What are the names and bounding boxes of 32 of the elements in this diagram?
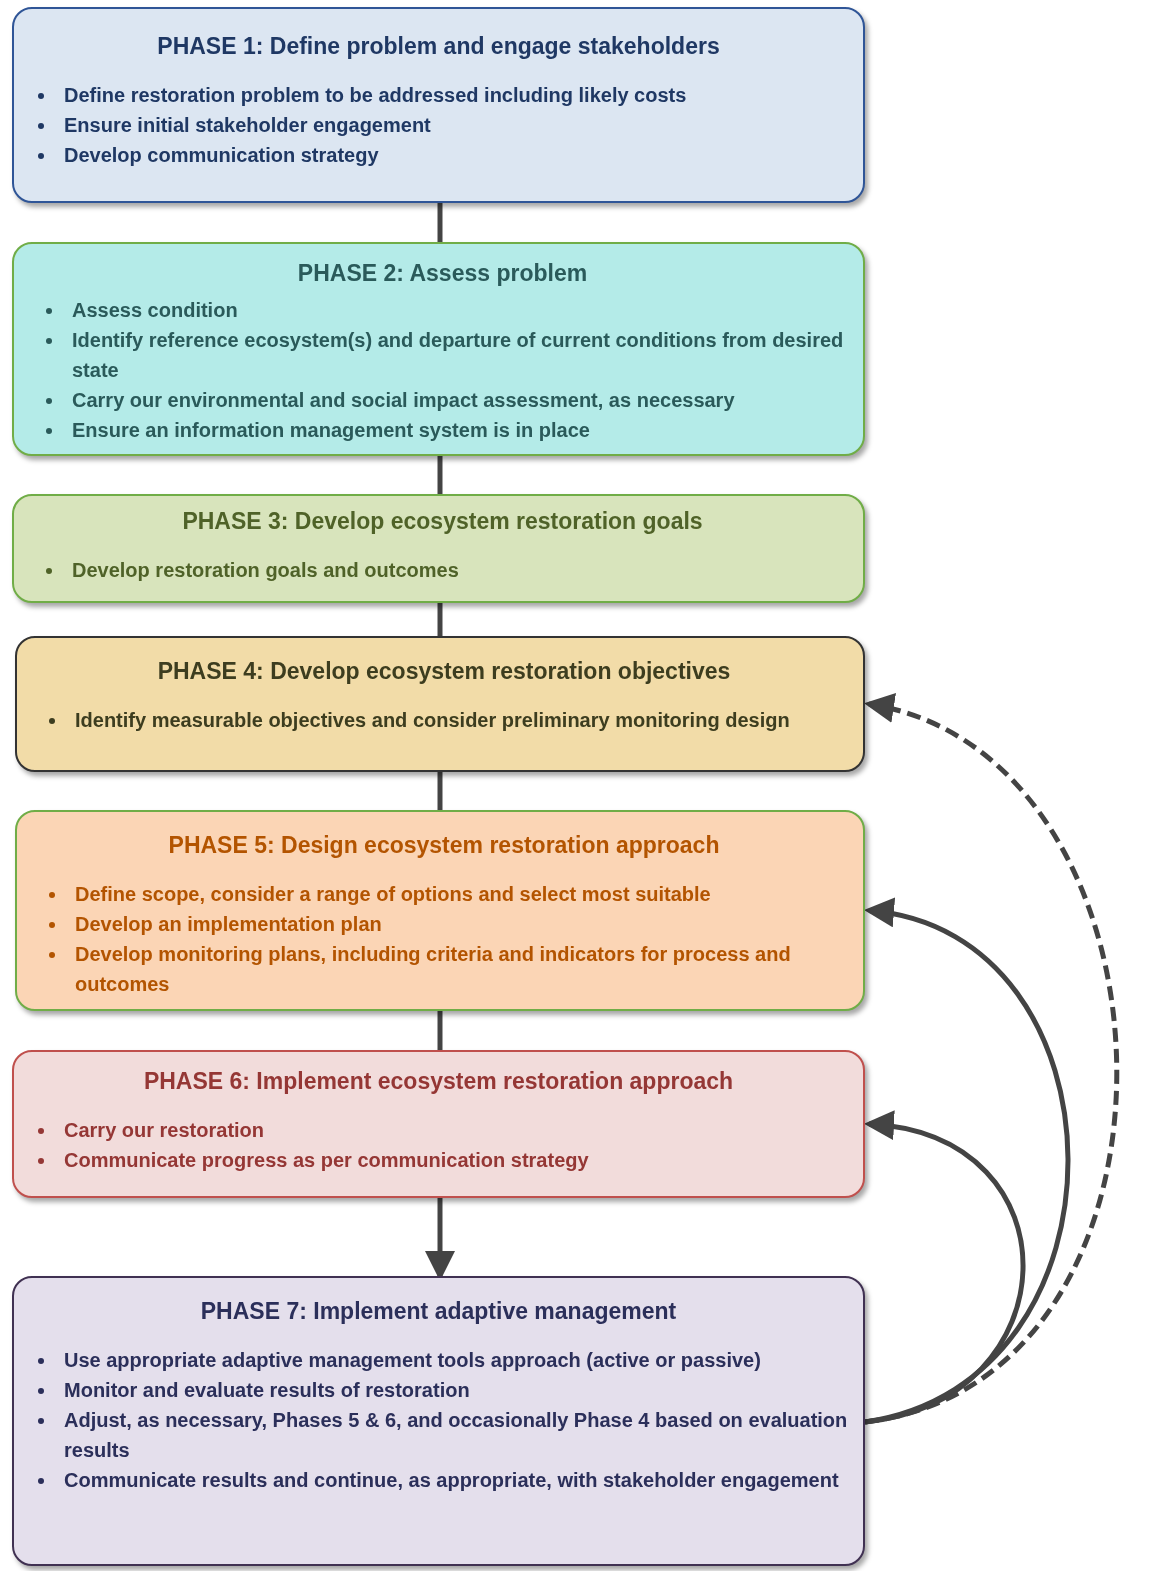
phase-heading: PHASE 4: Develop ecosystem restoration objectives: [156, 657, 732, 686]
phase-heading: PHASE 3: Develop ecosystem restoration goals: [181, 507, 704, 536]
phase-box: [15, 636, 865, 772]
bullet-item: Develop communication strategy: [64, 142, 379, 168]
bullet-item: Carry our restoration: [64, 1117, 265, 1143]
bullet-item: Develop monitoring plans, including criteria and indicators for process and outcomes: [75, 941, 792, 997]
phase-heading: PHASE 5: Design ecosystem restoration approach: [167, 831, 721, 860]
bullet-item: Define scope, consider a range of options and select most suitable: [75, 881, 711, 907]
bullet-item: Develop an implementation plan: [75, 911, 382, 937]
bullet-item: Communicate progress as per communication strategy: [64, 1147, 589, 1173]
bullet-item: Ensure an information management system is in place: [72, 417, 590, 443]
bullet-item: Use appropriate adaptive management tools approach (active or passive): [64, 1347, 761, 1373]
phase-heading: PHASE 7: Implement adaptive management: [199, 1297, 678, 1326]
bullet-item: Assess condition: [72, 297, 238, 323]
phase-heading: PHASE 2: Assess problem: [296, 259, 589, 288]
phase-heading: PHASE 6: Implement ecosystem restoration approach: [142, 1067, 735, 1096]
bullet-item: Adjust, as necessary, Phases 5 & 6, and occasionally Phase 4 based on evaluation results: [64, 1407, 849, 1463]
bullet-item: Define restoration problem to be addressed including likely costs: [64, 82, 687, 108]
bullet-item: Identify measurable objectives and consider preliminary monitoring design: [75, 707, 790, 733]
phase-box: [12, 494, 865, 603]
phase-box: [12, 1050, 865, 1198]
bullet-item: Identify reference ecosystem(s) and departure of current conditions from desired state: [72, 327, 845, 383]
bullet-item: Communicate results and continue, as appropriate, with stakeholder engagement: [64, 1467, 839, 1493]
phase-box: [12, 1276, 865, 1566]
bullet-item: Monitor and evaluate results of restoration: [64, 1377, 470, 1403]
phase-box: [12, 242, 865, 456]
bullet-item: Develop restoration goals and outcomes: [72, 557, 459, 583]
phase-heading: PHASE 1: Define problem and engage stakeholders: [156, 32, 721, 61]
phase-box: [15, 810, 865, 1011]
phase-box: [12, 7, 865, 203]
bullet-item: Ensure initial stakeholder engagement: [64, 112, 431, 138]
bullet-item: Carry our environmental and social impact assessment, as necessary: [72, 387, 735, 413]
